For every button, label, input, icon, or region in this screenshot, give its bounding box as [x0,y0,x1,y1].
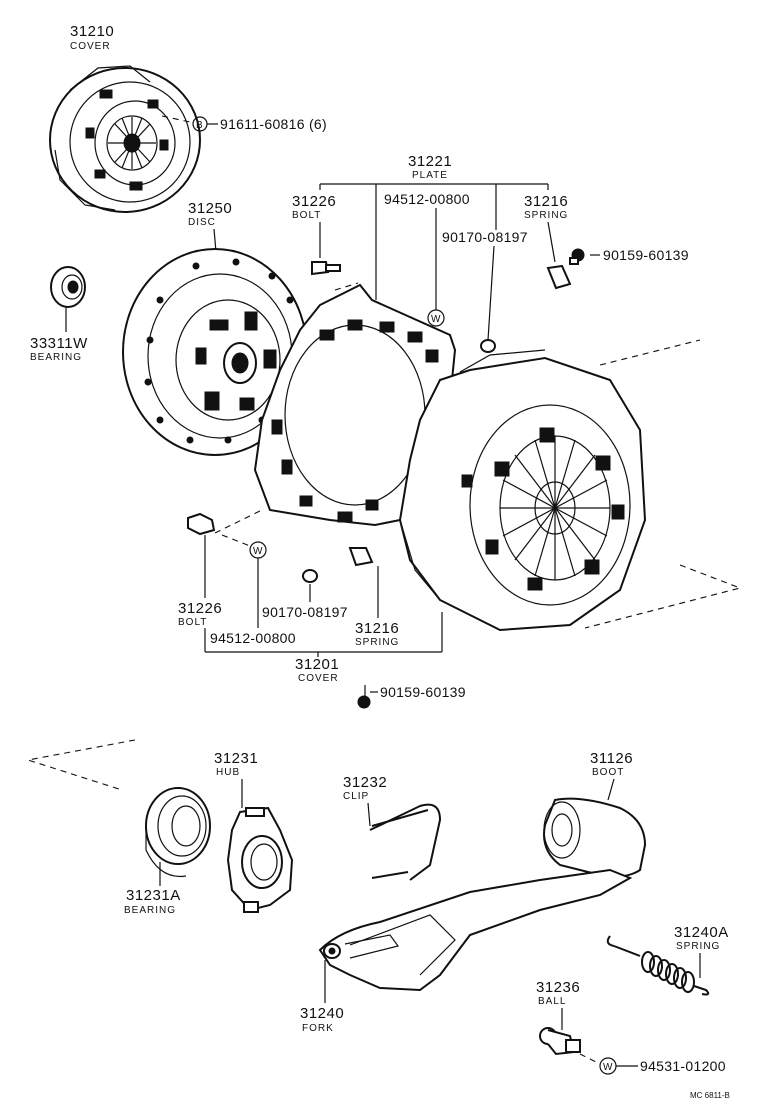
hub-label: 31231 HUB [214,750,258,778]
cover-main-label: 31201 COVER [295,656,339,684]
spring-left-part [348,547,374,567]
cover-top-drawing [49,65,201,213]
washer-ref-right: 94512-00800 [384,191,470,207]
svg-text:31216: 31216 [524,193,568,210]
svg-text:SPRING: SPRING [676,941,720,952]
spring-right-part [546,264,572,290]
bearing-hub-label: 31231A BEARING [124,887,181,916]
svg-text:BOLT: BOLT [178,617,207,628]
svg-text:BOLT: BOLT [292,210,321,221]
ball-washer-ref: W 94531-01200 [599,1057,726,1075]
svg-text:SPRING: SPRING [524,210,568,221]
bolt-ref-top: B 91611-60816 (6) [192,116,327,132]
svg-text:31240A: 31240A [674,924,729,941]
svg-text:BEARING: BEARING [30,352,82,363]
plate-leaders [319,183,549,300]
svg-text:31236: 31236 [536,979,580,996]
svg-text:PLATE: PLATE [412,170,448,181]
svg-text:31240: 31240 [300,1005,344,1022]
svg-text:BEARING: BEARING [124,905,176,916]
svg-text:W: W [431,314,441,325]
svg-text:31232: 31232 [343,774,387,791]
bolt-left-label: 31226 BOLT [178,600,222,628]
washer-ref-left: 94512-00800 [210,630,296,646]
svg-text:94531-01200: 94531-01200 [640,1058,726,1074]
hub-drawing [226,806,294,913]
plate-label: 31221 PLATE [408,153,452,181]
svg-text:31221: 31221 [408,153,452,170]
fork-label: 31240 FORK [300,1005,344,1034]
screw-right-part [569,248,585,265]
svg-text:COVER: COVER [70,41,111,52]
spring-left-label: 31216 SPRING [355,620,399,648]
svg-text:BOOT: BOOT [592,767,624,778]
screw-ref-right: 90159-60139 [590,247,689,263]
clip-drawing [369,803,442,881]
nut-ref-right: 90170-08197 [442,229,528,245]
svg-text:B: B [196,120,203,131]
screw-bottom-part [357,695,371,709]
plate-drawing [253,283,457,527]
cover-main-leaders [204,612,443,657]
nut-right-part [480,339,496,353]
svg-text:31226: 31226 [178,600,222,617]
svg-text:31126: 31126 [590,750,633,767]
svg-text:31226: 31226 [292,193,336,210]
svg-text:W: W [253,546,263,557]
cover-top-label: 31210 COVER [70,23,114,52]
fork-drawing [318,868,633,992]
washer-w-left: W [249,541,267,559]
washer-w-right: W [427,309,445,327]
svg-text:COVER: COVER [298,673,339,684]
spring-right-label: 31216 SPRING [524,193,568,221]
svg-text:DISC: DISC [188,217,216,228]
bearing-left-label: 33311W BEARING [30,335,88,363]
disc-label: 31250 DISC [188,200,232,228]
svg-text:31201: 31201 [295,656,339,673]
svg-text:BALL: BALL [538,996,566,1007]
bearing-hub-drawing [145,787,211,878]
svg-text:31231A: 31231A [126,887,181,904]
svg-text:33311W: 33311W [30,335,88,352]
bolt-right-part [311,261,341,276]
disc-drawing [122,248,308,456]
clip-label: 31232 CLIP [343,774,387,802]
svg-text:CLIP: CLIP [343,791,369,802]
ball-label: 31236 BALL [536,979,580,1007]
svg-text:HUB: HUB [216,767,240,778]
svg-text:90159-60139: 90159-60139 [603,247,689,263]
screw-ref-bottom: 90159-60139 [370,684,466,700]
ball-drawing [539,1027,581,1056]
svg-text:91611-60816 (6): 91611-60816 (6) [220,116,327,132]
spring-fork-label: 31240A SPRING [674,924,729,952]
svg-text:31216: 31216 [355,620,399,637]
nut-left-part [302,569,318,583]
boot-label: 31126 BOOT [590,750,633,778]
svg-text:90159-60139: 90159-60139 [380,684,466,700]
svg-text:31250: 31250 [188,200,232,217]
svg-text:31231: 31231 [214,750,258,767]
nut-ref-left: 90170-08197 [262,604,348,620]
svg-text:31210: 31210 [70,23,114,40]
figure-code: MC 6811-B [690,1091,730,1100]
cover-main-drawing [398,349,647,632]
bolt-left-part [187,512,216,536]
boot-drawing [543,797,647,878]
svg-text:W: W [603,1062,613,1073]
svg-text:SPRING: SPRING [355,637,399,648]
bolt-right-label: 31226 BOLT [292,193,336,221]
bearing-left-drawing [50,266,86,308]
spring-fork-drawing [606,935,710,996]
svg-text:FORK: FORK [302,1023,334,1034]
